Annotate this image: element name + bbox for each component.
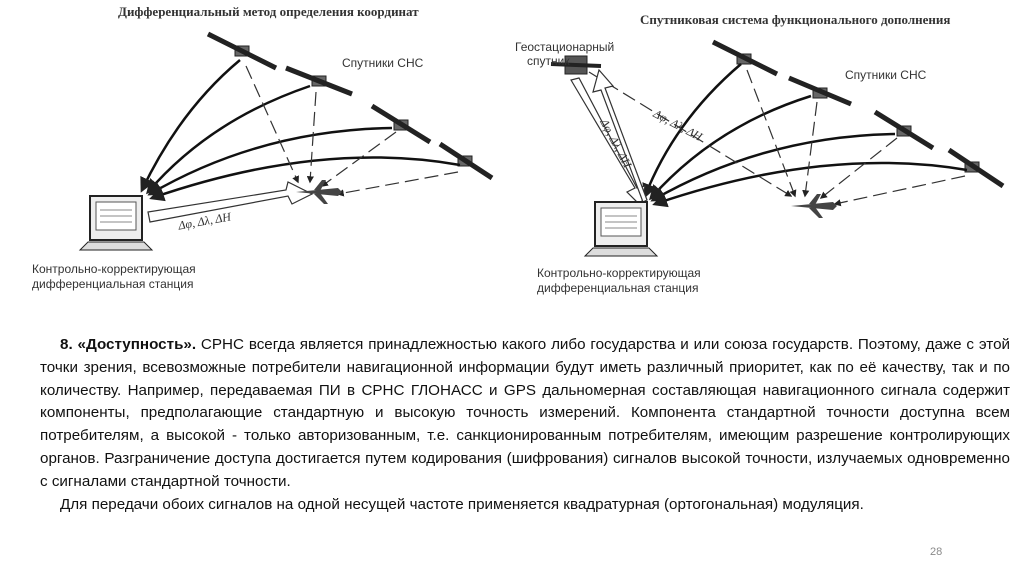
page-number: 28 xyxy=(930,546,943,558)
geo-uplink-arrow xyxy=(592,68,648,203)
geo-satellite-label-line2: спутник xyxy=(527,54,570,68)
satellites-label: Спутники СНС xyxy=(342,56,424,70)
diagram-right-drawing xyxy=(550,39,1005,257)
satellite-icon xyxy=(873,109,935,151)
geostationary-satellite-icon xyxy=(550,55,602,75)
diagram-left-drawing xyxy=(78,31,494,251)
station-computer-icon xyxy=(78,195,154,251)
dashed-signals xyxy=(588,69,966,207)
diagram-title: Спутниковая система функционального допо… xyxy=(640,12,951,27)
station-computer-icon xyxy=(583,201,659,257)
modulation-paragraph: Для передачи обоих сигналов на одной нес… xyxy=(60,495,864,513)
aircraft-icon xyxy=(296,180,342,204)
satellite-icon xyxy=(438,141,494,181)
satellite-icon xyxy=(206,31,278,71)
diagram-differential-method: Дифференциальный метод определения коорд… xyxy=(20,0,500,310)
availability-paragraph: 8. «Доступность». СРНС всегда является п… xyxy=(40,334,1010,494)
paragraph-heading: 8. «Доступность». xyxy=(60,336,197,353)
correction-arrow xyxy=(147,181,314,223)
satellite-icon xyxy=(370,103,432,145)
signal-arrows xyxy=(642,63,968,208)
satellites-label: Спутники СНС xyxy=(845,68,927,82)
satellite-icon xyxy=(711,39,779,77)
diagram-title: Дифференциальный метод определения коорд… xyxy=(118,4,419,19)
aircraft-icon xyxy=(791,194,837,218)
slide-text: 8. «Доступность». СРНС всегда является п… xyxy=(40,334,1010,516)
station-label-line2: дифференциальная станция xyxy=(32,277,194,291)
diagram-augmentation-system: Спутниковая система функционального допо… xyxy=(505,0,1010,310)
dashed-signals xyxy=(245,65,459,197)
satellite-icon xyxy=(947,147,1005,189)
geo-satellite-label-line1: Геостационарный xyxy=(515,40,615,54)
satellite-icon xyxy=(788,75,852,107)
signal-arrows xyxy=(140,59,461,202)
paragraph-body: СРНС всегда является принадлежностью как… xyxy=(40,336,1010,490)
station-label-line1: Контрольно-корректирующая xyxy=(537,266,701,280)
satellite-icon xyxy=(285,65,353,97)
station-label-line1: Контрольно-корректирующая xyxy=(32,262,196,276)
station-label-line2: дифференциальная станция xyxy=(537,281,699,295)
